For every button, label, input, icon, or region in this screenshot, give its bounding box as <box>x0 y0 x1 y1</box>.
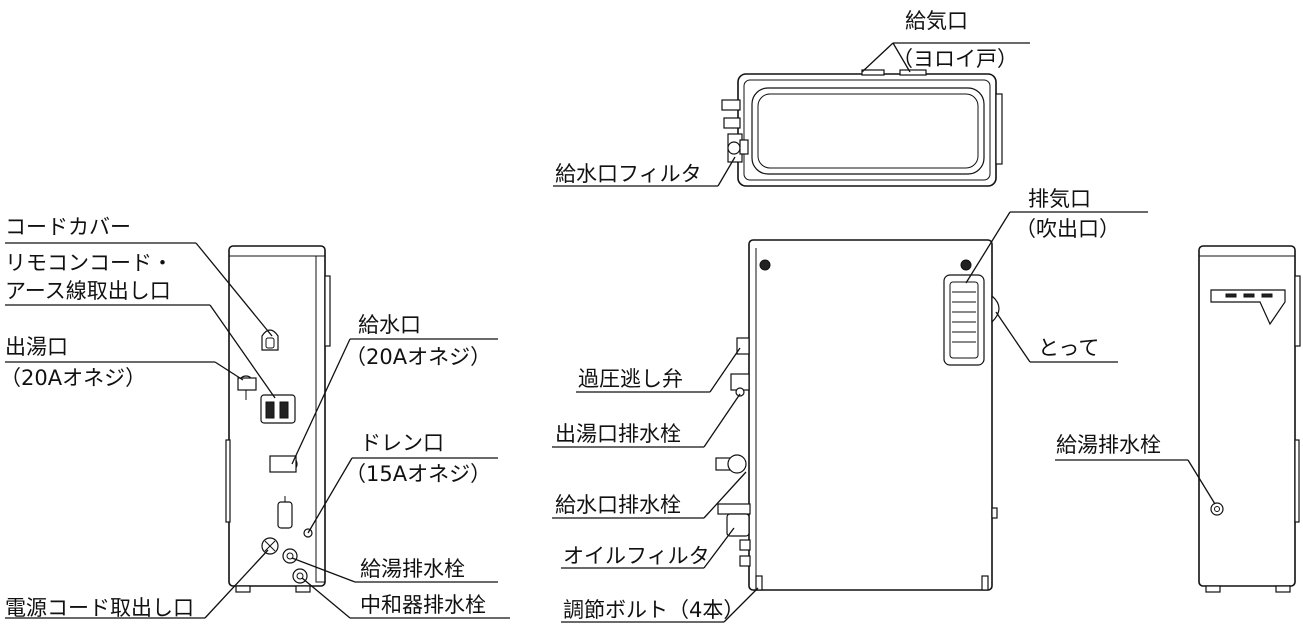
label-water-inlet-filter: 給水口フィルタ <box>555 162 702 186</box>
label-hot-water-drain-plug-right: 給湯排水栓 <box>1056 433 1161 457</box>
label-water-inlet-sub: （20Aオネジ） <box>345 345 491 369</box>
label-relief-valve: 過圧逃し弁 <box>578 367 683 391</box>
front-view <box>715 239 1000 591</box>
label-hot-water-outlet: 出湯口 <box>5 335 68 359</box>
label-hot-water-outlet-sub: （20Aオネジ） <box>0 366 146 390</box>
right-side-view <box>1198 245 1301 593</box>
label-power-cord-outlet: 電源コード取出し口 <box>5 596 194 620</box>
top-view <box>721 69 1003 187</box>
label-adjust-bolt: 調節ボルト（4本） <box>563 598 744 622</box>
label-inlet-drain-plug: 給水口排水栓 <box>555 493 681 517</box>
label-remote-cord-2: アース線取出し口 <box>5 279 171 303</box>
left-side-view <box>225 245 331 593</box>
label-exhaust-port: 排気口 <box>1028 187 1091 211</box>
label-supply-port-sub: （ヨロイ戸） <box>892 47 1018 71</box>
label-remote-cord-1: リモコンコード・ <box>5 251 173 275</box>
label-drain-port: ドレン口 <box>360 431 444 455</box>
leader-lines <box>5 42 1216 623</box>
label-hot-water-drain-plug: 給湯排水栓 <box>360 557 465 581</box>
label-cord-cover: コードカバー <box>5 215 131 239</box>
label-neutralizer-drain-plug: 中和器排水栓 <box>360 593 486 617</box>
label-supply-port: 給気口 <box>905 9 968 33</box>
label-drain-port-sub: （15Aオネジ） <box>345 462 491 486</box>
label-exhaust-port-sub: （吹出口） <box>1015 217 1120 241</box>
label-oil-filter: オイルフィルタ <box>563 544 710 568</box>
label-water-inlet: 給水口 <box>358 313 421 337</box>
label-outlet-drain-plug: 出湯口排水栓 <box>555 422 681 446</box>
label-handle: とって <box>1038 336 1099 360</box>
